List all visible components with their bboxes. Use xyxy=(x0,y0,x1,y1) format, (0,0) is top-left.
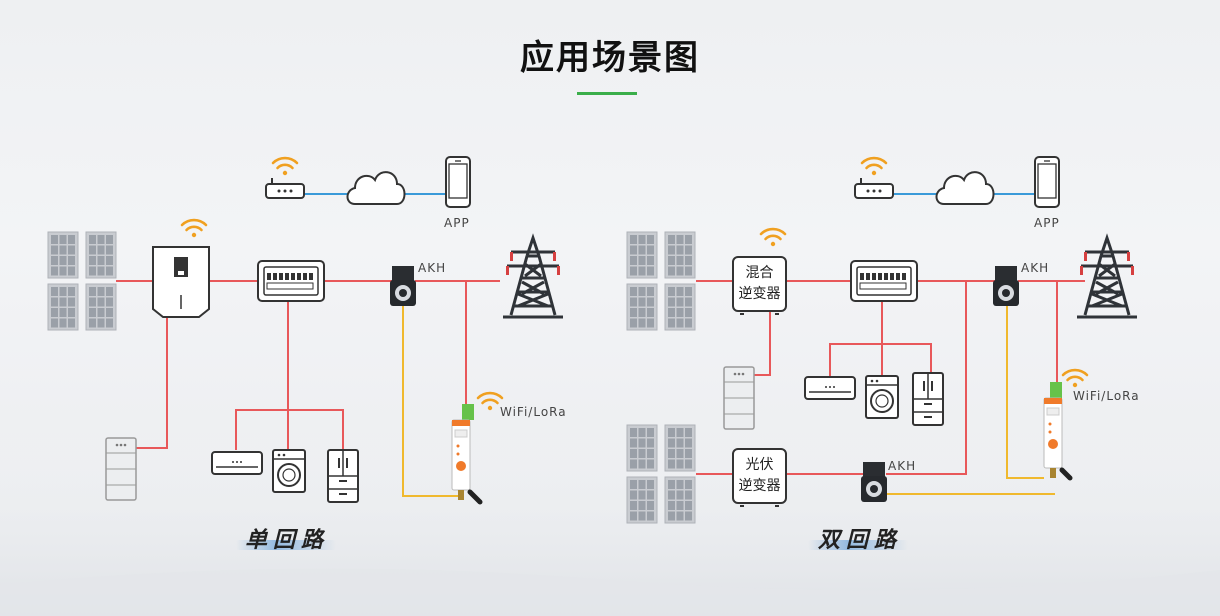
phone-icon xyxy=(1034,156,1060,208)
solar-panel-icon xyxy=(47,231,117,331)
ct-sensor-icon xyxy=(861,462,887,502)
dual-circuit-caption: 双回路 xyxy=(818,528,903,553)
meter-icon xyxy=(1043,382,1073,481)
wifi-icon xyxy=(180,218,208,239)
caption-highlight xyxy=(808,540,908,550)
hybrid-inverter-box xyxy=(732,256,787,315)
hybrid-inverter-label: 混合 逆变器 xyxy=(738,265,781,302)
transmission-tower-icon xyxy=(1075,236,1139,319)
dual-circuit-diagram xyxy=(626,156,1139,524)
akh-label: AKH xyxy=(888,459,917,473)
cloud-icon xyxy=(346,171,406,205)
inverter-icon xyxy=(152,246,210,318)
refrigerator-icon xyxy=(327,449,359,503)
pv-inverter-label: 光伏 逆变器 xyxy=(738,457,781,494)
ct-sensor-icon xyxy=(390,266,416,306)
ct-sensor-icon xyxy=(993,266,1019,306)
page-title: 应用场景图 xyxy=(520,38,700,78)
distribution-box-icon xyxy=(257,260,325,302)
distribution-box-icon xyxy=(850,260,918,302)
wireless-label: WiFi/LoRa xyxy=(1073,389,1140,403)
transmission-tower-icon xyxy=(501,236,565,319)
power-lines xyxy=(696,280,1085,475)
single-circuit-diagram xyxy=(47,156,565,505)
wifi-icon xyxy=(759,227,787,248)
caption-highlight xyxy=(236,540,336,550)
signal-lines xyxy=(402,305,462,497)
cloud-icon xyxy=(935,171,995,205)
pv-inverter-box xyxy=(732,448,787,507)
air-conditioner-icon xyxy=(211,451,263,475)
solar-panel-icon xyxy=(626,231,696,331)
wifi-icon xyxy=(1061,368,1089,389)
air-conditioner-icon xyxy=(804,376,856,400)
single-circuit-caption: 单回路 xyxy=(245,528,330,553)
router-icon xyxy=(854,177,894,199)
wifi-icon xyxy=(476,391,504,412)
refrigerator-icon xyxy=(912,372,944,426)
wireless-label: WiFi/LoRa xyxy=(500,405,567,419)
battery-icon xyxy=(105,437,137,501)
power-lines xyxy=(116,280,500,450)
akh-label: AKH xyxy=(418,261,447,275)
app-label: APP xyxy=(444,216,470,230)
phone-icon xyxy=(445,156,471,208)
battery-icon xyxy=(723,366,755,430)
wifi-icon xyxy=(271,156,299,177)
wifi-icon xyxy=(860,156,888,177)
washing-machine-icon xyxy=(865,375,899,419)
title-underline xyxy=(577,92,637,95)
washing-machine-icon xyxy=(272,449,306,493)
solar-panel-icon xyxy=(626,424,696,524)
router-icon xyxy=(265,177,305,199)
meter-icon xyxy=(451,404,483,505)
app-label: APP xyxy=(1034,216,1060,230)
akh-label: AKH xyxy=(1021,261,1050,275)
